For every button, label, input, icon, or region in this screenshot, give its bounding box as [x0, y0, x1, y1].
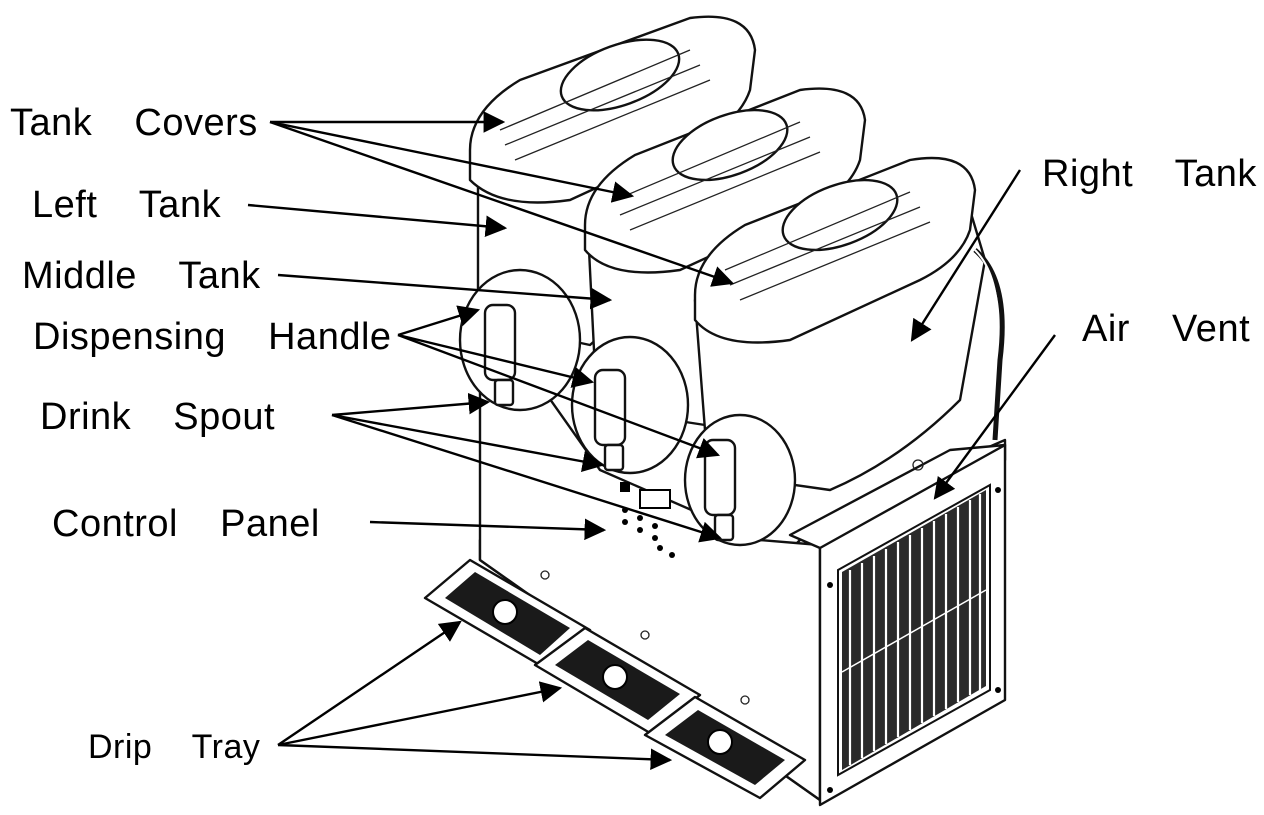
label-air-vent: Air Vent — [1082, 308, 1251, 350]
right-tank — [683, 156, 1005, 547]
air-vent-grille — [827, 483, 1001, 793]
control-panel-graphic — [620, 482, 675, 558]
label-drink-spout: Drink Spout — [40, 396, 276, 438]
label-tank-covers: Tank Covers — [10, 102, 258, 144]
label-right-tank: Right Tank — [1042, 153, 1257, 195]
label-left-tank: Left Tank — [32, 184, 222, 226]
label-control-panel: Control Panel — [52, 503, 320, 545]
front-screws — [540, 459, 924, 705]
label-middle-tank: Middle Tank — [22, 255, 261, 297]
label-drip-tray: Drip Tray — [88, 728, 261, 766]
label-dispensing-handle: Dispensing Handle — [33, 316, 392, 358]
drip-trays — [423, 558, 807, 800]
callout-arrows — [247, 111, 1056, 771]
